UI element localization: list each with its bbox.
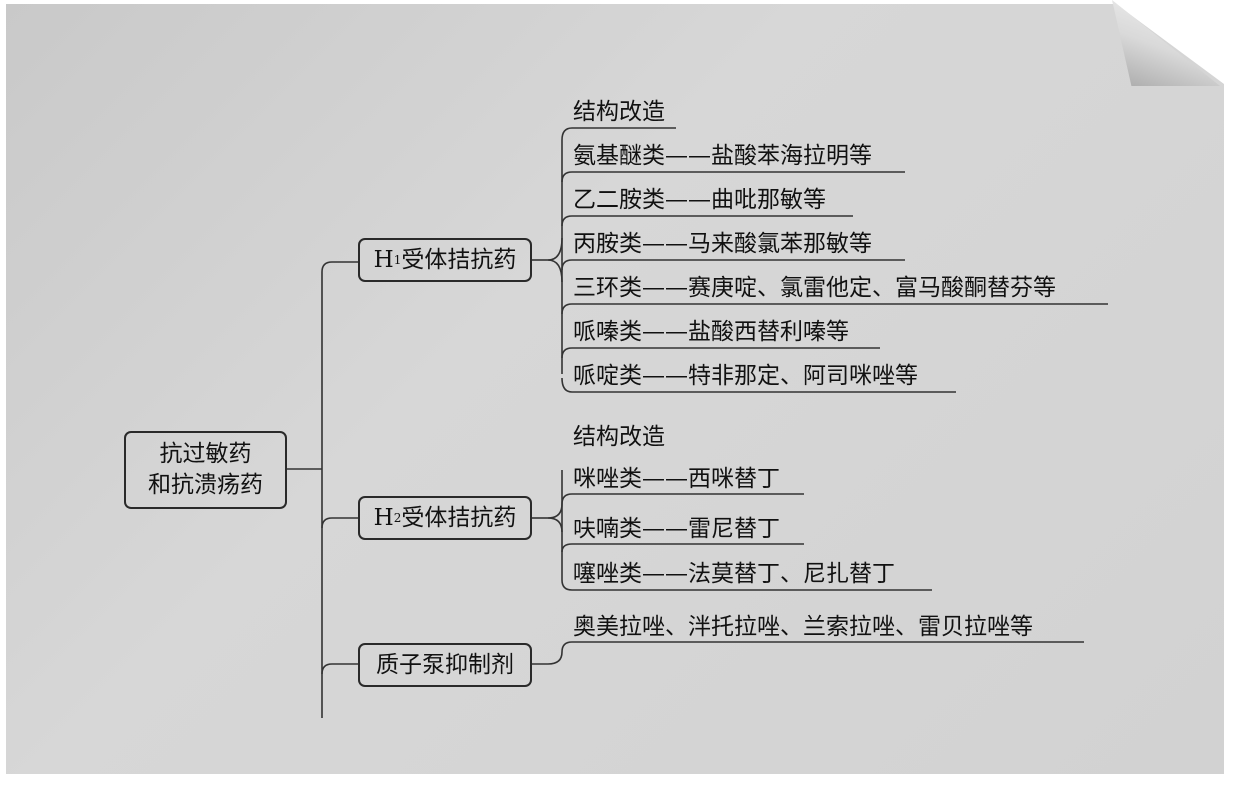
h1-curve-bottom (547, 259, 563, 283)
root-line-1: 抗过敏药 (159, 441, 252, 467)
h1-prefix: H (373, 246, 394, 273)
h1-suffix: 受体拮抗药 (401, 246, 517, 273)
h2-item: 结构改造 (573, 424, 665, 450)
h2-connector (321, 517, 358, 529)
h2-item: 呋喃类——雷尼替丁 (573, 516, 780, 542)
h1-item: 哌啶类——特非那定、阿司咪唑等 (573, 363, 918, 389)
h2-item: 咪唑类——西咪替丁 (573, 466, 780, 492)
h1-item: 哌嗪类——盐酸西替利嗪等 (573, 319, 849, 345)
h2-item: 噻唑类——法莫替丁、尼扎替丁 (573, 561, 895, 587)
main-spine (321, 261, 358, 718)
ppi-connector (321, 663, 358, 675)
h1-item: 氨基醚类——盐酸苯海拉明等 (573, 143, 872, 169)
root-line-2: 和抗溃疡药 (148, 472, 263, 498)
h1-item: 结构改造 (573, 99, 665, 125)
h2-prefix: H (373, 504, 394, 531)
h1-item: 三环类——赛庚啶、氯雷他定、富马酸酮替芬等 (573, 275, 1056, 301)
proton-pump-inhibitor-node: 质子泵抑制剂 (358, 643, 532, 687)
ppi-branch-connector (532, 641, 1084, 665)
h1-curve-top (547, 237, 563, 261)
h1-item: 乙二胺类——曲吡那敏等 (573, 187, 826, 213)
h2-suffix: 受体拮抗药 (401, 504, 517, 531)
root-node: 抗过敏药 和抗溃疡药 (124, 431, 287, 509)
ppi-item: 奥美拉唑、泮托拉唑、兰索拉唑、雷贝拉唑等 (573, 614, 1033, 640)
ppi-label: 质子泵抑制剂 (376, 651, 514, 678)
paper-background (6, 4, 1224, 774)
h1-item: 丙胺类——马来酸氯苯那敏等 (573, 231, 872, 257)
